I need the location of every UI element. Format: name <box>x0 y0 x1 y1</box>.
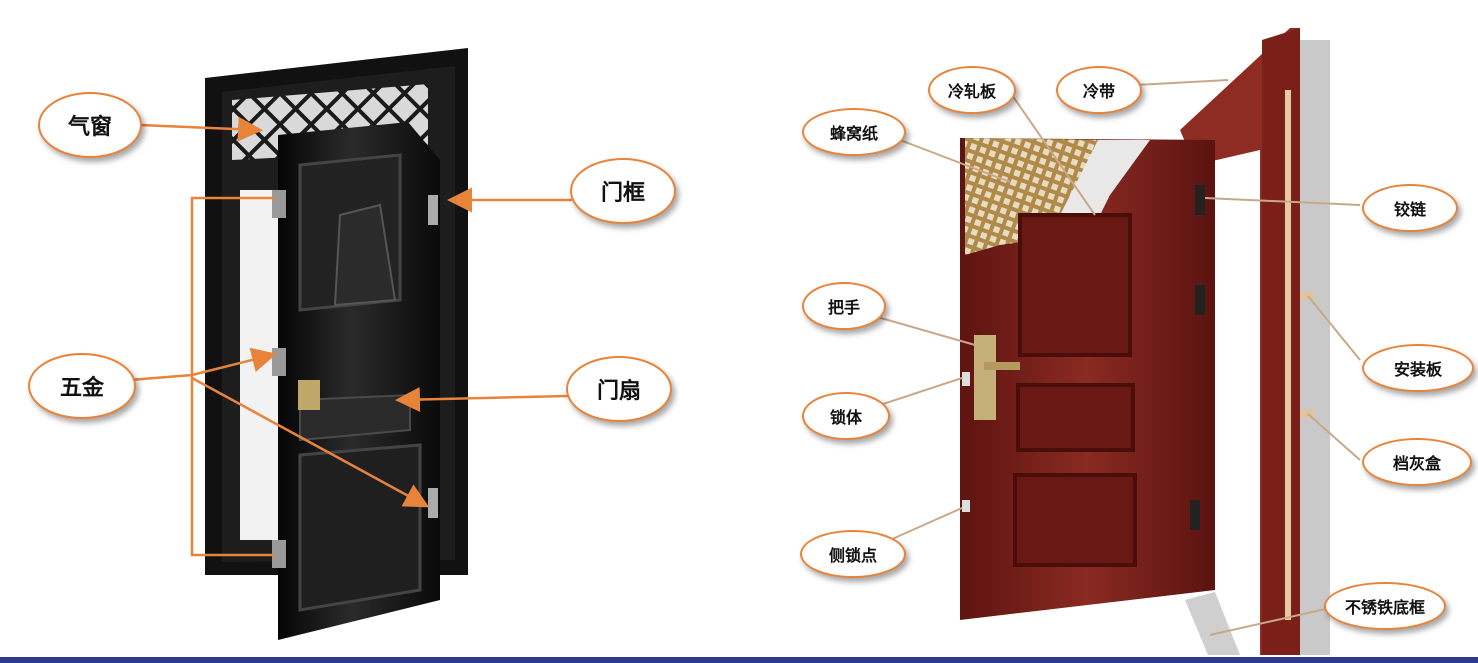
label-dust-box: 档灰盒 <box>1362 438 1472 486</box>
label-handle-text: 把手 <box>827 298 860 317</box>
hinge-top-right <box>428 195 438 225</box>
label-leaf: 门扇 <box>566 356 672 422</box>
hardware-link <box>129 373 193 382</box>
lock-body-bolt <box>962 372 970 386</box>
leaf-panel-middle <box>299 393 411 442</box>
red-hinge-top <box>1195 185 1205 215</box>
label-cold-strip: 冷带 <box>1056 66 1142 114</box>
bottom-frame-line <box>1209 607 1331 636</box>
black-door <box>205 48 468 640</box>
red-frame-post <box>1262 28 1300 655</box>
hinge-bottom-right <box>428 488 438 518</box>
hinge-mid-left <box>272 348 286 376</box>
lock-body-line <box>879 377 963 406</box>
label-cold-rolled-plate: 冷轧板 <box>928 66 1016 114</box>
red-handle-plate <box>974 335 996 420</box>
red-hinge-mid <box>1195 285 1205 315</box>
label-stainless-bottom-frame: 不锈铁底框 <box>1324 582 1446 630</box>
leaf-carving <box>333 203 397 307</box>
label-cold-rolled-plate-text: 冷轧板 <box>947 82 996 101</box>
cold-strip-line <box>1134 79 1229 86</box>
label-dust-box-text: 档灰盒 <box>1392 454 1441 473</box>
red-handle-lever <box>984 362 1020 370</box>
red-panel-bottom <box>1013 473 1137 567</box>
red-panel-top <box>1018 213 1132 357</box>
red-hinge-bottom <box>1190 500 1200 530</box>
cold-rolled-line <box>1011 94 1096 216</box>
label-side-lock-point: 侧锁点 <box>800 530 906 578</box>
label-lock-body: 锁体 <box>802 392 890 440</box>
transom-arrow <box>139 116 263 142</box>
bottom-steel-frame <box>1185 592 1240 655</box>
mounting-plate-mark <box>1300 292 1314 300</box>
label-cold-strip-text: 冷带 <box>1082 82 1115 101</box>
label-hardware-text: 五金 <box>59 376 104 401</box>
honeycomb-line <box>899 139 1011 183</box>
hardware-arrow-1 <box>191 347 277 377</box>
hinge-top-left <box>272 190 286 218</box>
hinge-line <box>1204 197 1361 206</box>
label-leaf-text: 门扇 <box>596 379 641 404</box>
label-mounting-plate-text: 安装板 <box>1393 360 1442 379</box>
label-frame: 门框 <box>570 158 676 224</box>
hinge-bottom-left <box>272 540 286 568</box>
label-hinge: 铰链 <box>1362 184 1458 232</box>
label-transom: 气窗 <box>38 92 142 158</box>
leaf-arrow <box>395 387 569 413</box>
dust-box-line <box>1307 413 1361 461</box>
label-mounting-plate: 安装板 <box>1362 344 1474 392</box>
dust-box-mark <box>1300 410 1314 418</box>
mounting-plate-line <box>1307 295 1361 361</box>
label-frame-text: 门框 <box>600 181 645 206</box>
label-handle: 把手 <box>802 282 886 330</box>
cold-rolled-sheet <box>1050 140 1150 235</box>
label-transom-text: 气窗 <box>67 115 112 140</box>
side-lock-line <box>889 507 963 541</box>
left-callout-lines <box>129 116 572 557</box>
label-hinge-text: 铰链 <box>1393 200 1426 219</box>
red-door <box>960 28 1330 655</box>
label-honeycomb-paper: 蜂窝纸 <box>802 108 906 156</box>
right-callout-lines <box>859 79 1361 636</box>
label-stainless-bottom-frame-text: 不锈铁底框 <box>1344 598 1425 617</box>
label-side-lock-point-text: 侧锁点 <box>828 546 877 565</box>
hardware-arrow-2 <box>191 376 430 508</box>
hardware-bracket <box>190 196 275 557</box>
label-hardware: 五金 <box>28 353 136 419</box>
bottom-bar <box>0 657 1478 663</box>
lock-handle <box>298 380 320 410</box>
side-lock-bolt <box>962 500 970 512</box>
label-lock-body-text: 锁体 <box>829 408 862 427</box>
red-panel-middle <box>1016 383 1135 452</box>
frame-edge-steel <box>1300 40 1330 655</box>
label-honeycomb-paper-text: 蜂窝纸 <box>829 124 878 143</box>
